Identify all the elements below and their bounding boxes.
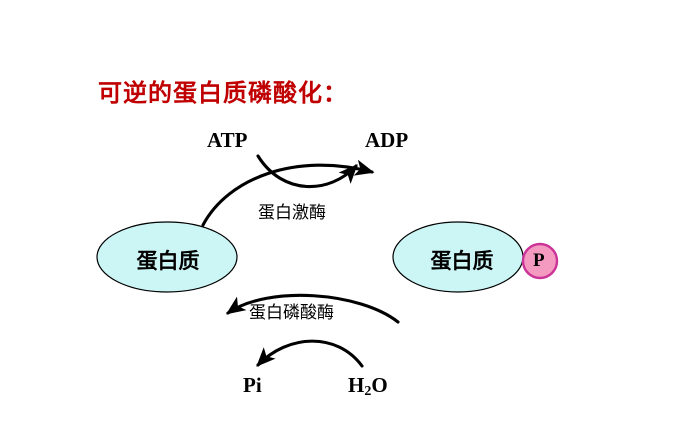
atp-to-adp-arc [256, 154, 358, 189]
h2o-label: H2O [348, 373, 388, 400]
h2o-h: H [348, 373, 365, 397]
h2o-to-pi-arc [256, 339, 364, 368]
pi-label: Pi [243, 373, 262, 397]
protein-kinase-label: 蛋白激酶 [258, 203, 326, 223]
page-title: 可逆的蛋白质磷酸化： [98, 79, 348, 107]
protein-left-label: 蛋白质 [136, 249, 200, 273]
atp-label: ATP [207, 128, 248, 152]
protein-right-label: 蛋白质 [430, 249, 494, 273]
protein-left-ellipse[interactable] [96, 221, 238, 293]
phosphate-group-circle[interactable] [521, 242, 559, 280]
dephosphorylation-arc [225, 293, 400, 324]
protein-phosphatase-label: 蛋白磷酸酶 [249, 303, 334, 323]
h2o-subscript: 2 [364, 384, 372, 400]
phosphate-group-label: P [533, 250, 545, 271]
adp-label: ADP [365, 128, 409, 152]
h2o-o: O [371, 373, 388, 397]
